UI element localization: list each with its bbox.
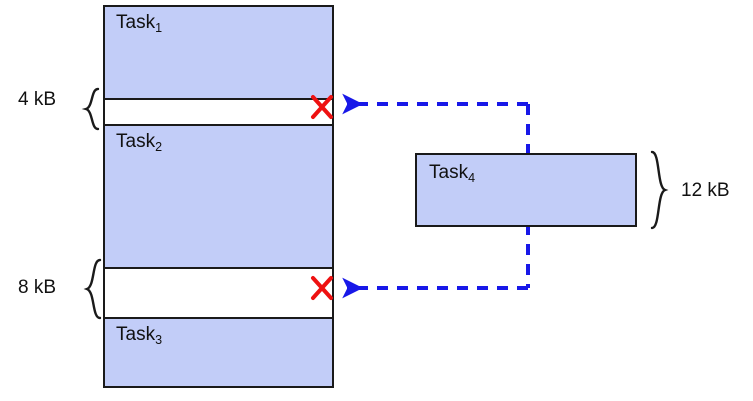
- brace-4kb: [81, 87, 100, 131]
- reject-mark-4kb-icon: [311, 95, 333, 119]
- memory-hole-4kb: [105, 98, 332, 126]
- brace-8kb: [83, 258, 102, 320]
- brace-12kb: [650, 150, 669, 230]
- memory-block-task1-label: Task1: [116, 12, 163, 35]
- size-label-8kb: 8 kB: [18, 277, 57, 298]
- memory-hole-8kb: [105, 267, 332, 319]
- task4-label: Task4: [429, 162, 476, 185]
- reject-mark-8kb-icon: [311, 276, 333, 300]
- memory-block-task3-label: Task3: [116, 324, 163, 347]
- memory-block-task1: Task1: [105, 7, 332, 98]
- memory-block-task3: Task3: [105, 319, 332, 386]
- memory-column: Task1 Task2 Task3: [103, 5, 334, 388]
- memory-block-task2: Task2: [105, 126, 332, 267]
- task4-box: Task4: [415, 153, 637, 227]
- size-label-12kb: 12 kB: [681, 180, 730, 201]
- memory-block-task2-label: Task2: [116, 131, 163, 154]
- size-label-4kb: 4 kB: [18, 89, 57, 110]
